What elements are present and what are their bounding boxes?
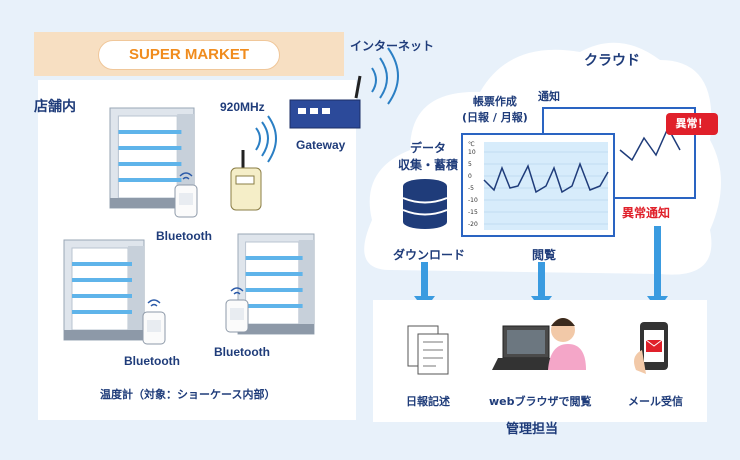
store-label: 店舗内 <box>34 99 76 115</box>
ledger-label: 帳票作成 (日報 / 月報) <box>462 94 528 126</box>
gateway-label: Gateway <box>296 138 346 152</box>
gateway-icon <box>289 47 399 129</box>
banner-text: SUPER MARKET <box>128 46 249 63</box>
bluetooth-label-3: Bluetooth <box>214 345 270 359</box>
manager-label: 管理担当 <box>506 422 559 437</box>
chart-unit: ℃ <box>468 141 475 148</box>
bluetooth-label-2: Bluetooth <box>124 354 180 368</box>
chart-tick-label: -10 <box>468 197 478 204</box>
banner-pill <box>98 40 280 70</box>
chart-tick-label: 5 <box>468 161 472 168</box>
abnormal-badge <box>666 113 718 135</box>
daily-report-label: 日報記述 <box>406 395 450 408</box>
document-icon <box>407 325 449 375</box>
browse-label: 閲覧 <box>532 248 557 262</box>
ledger-line-2: (日報 / 月報) <box>462 111 528 124</box>
notice-label: 通知 <box>538 90 560 103</box>
download-label: ダウンロード <box>393 248 466 262</box>
thermometer-label: 温度計（対象：ショーケース内部） <box>100 388 276 401</box>
chart-tick-label: -5 <box>468 185 474 192</box>
laptop-person-icon <box>492 318 586 370</box>
database-icon <box>402 179 448 229</box>
ledger-line-1: 帳票作成 <box>472 95 517 108</box>
chart-tick-label: -20 <box>468 221 478 228</box>
cloud-label: クラウド <box>584 53 640 69</box>
frequency-label: 920MHz <box>220 100 265 114</box>
internet-label: インターネット <box>350 39 435 53</box>
smartphone-icon <box>634 322 668 374</box>
collect-line-1: データ <box>410 141 447 155</box>
ledger-chart-window: ℃10 5 0 -5 -10 -15 -20 <box>461 133 615 237</box>
bluetooth-label-1: Bluetooth <box>156 229 212 243</box>
collect-label: データ 収集・蓄積 <box>398 140 458 174</box>
radio-device-icon <box>230 115 277 211</box>
chart-tick-label: -15 <box>468 209 478 216</box>
web-browse-label: webブラウザで閲覧 <box>489 395 592 408</box>
chart-tick-label: 0 <box>468 173 472 180</box>
abnormal-badge-text: 異常！ <box>675 117 709 130</box>
chart-tick-label: 10 <box>468 149 476 156</box>
collect-line-2: 収集・蓄積 <box>398 158 459 172</box>
mail-receive-label: メール受信 <box>628 395 683 408</box>
abnormal-notice-label: 異常通知 <box>622 206 671 220</box>
